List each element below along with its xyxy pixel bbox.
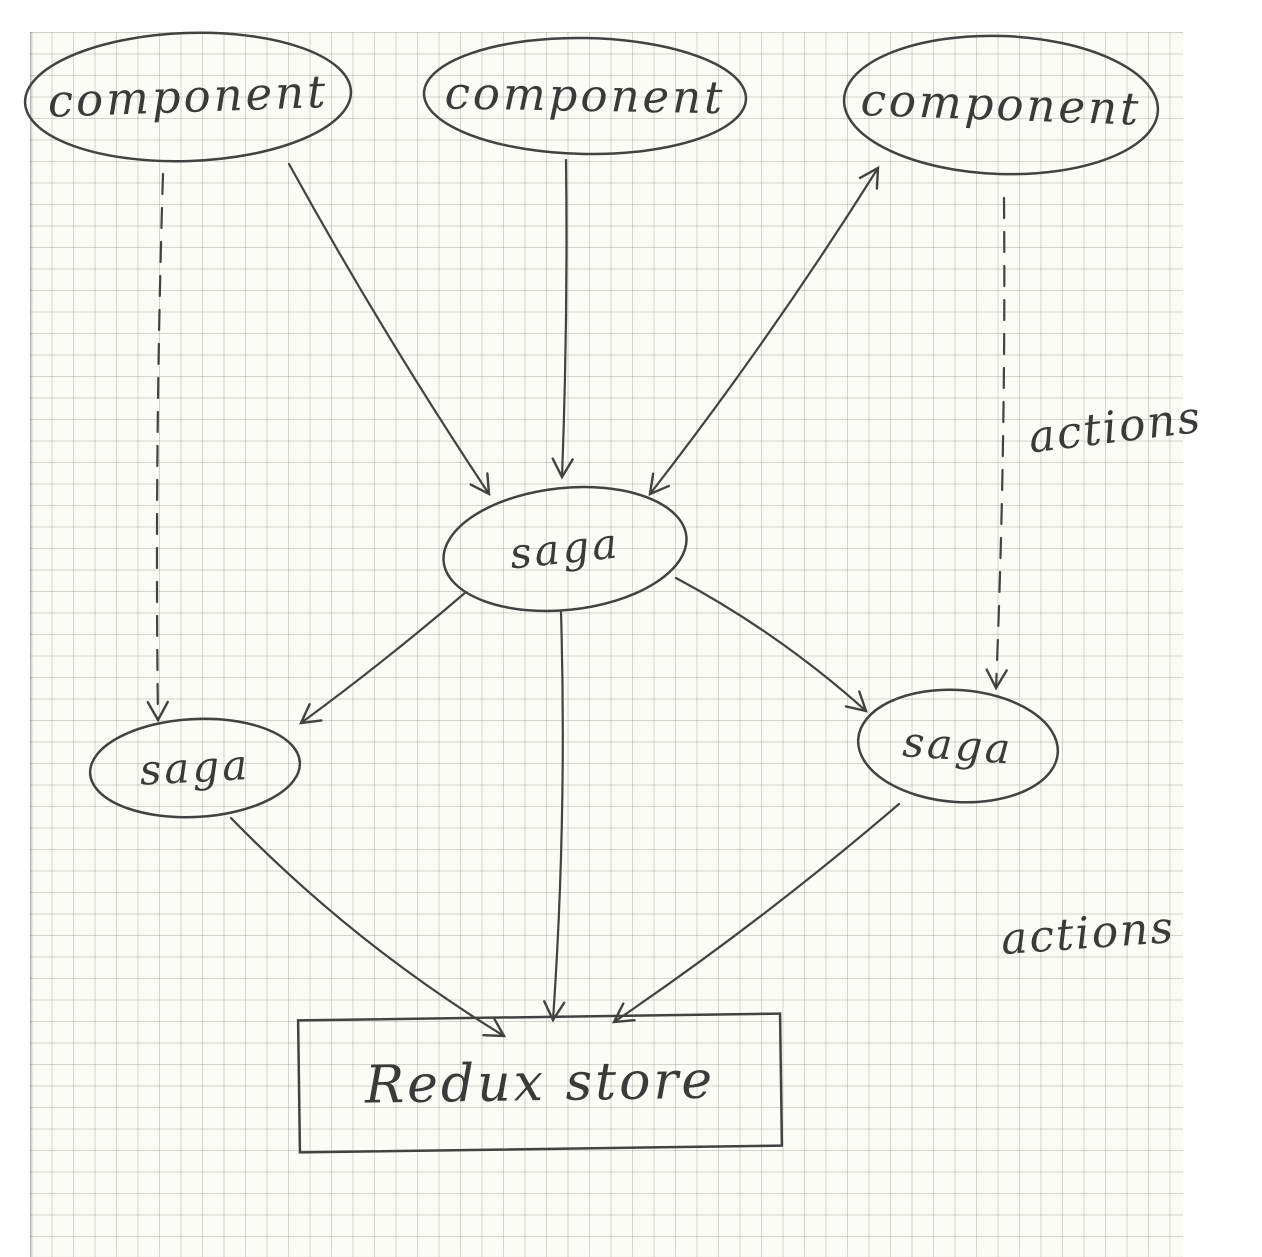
node-redux-store: Redux store (296, 1012, 784, 1154)
edge-component-left-to-saga-left (146, 172, 169, 723)
nodes-layer: component component component saga saga sagaR… (23, 31, 1160, 1154)
actions-label-bottom: actions (999, 902, 1176, 965)
node-saga-center-outline (442, 485, 688, 613)
labels-layer: actions actions (999, 392, 1204, 965)
edge-component-right-to-saga-right (985, 196, 1008, 691)
edges-layer (146, 158, 1008, 1038)
node-component-left: component (23, 31, 353, 163)
edge-saga-center-to-redux-store (543, 610, 566, 1023)
edge-component-left-to-saga-center (287, 162, 491, 497)
edge-saga-center-to-saga-right (674, 576, 868, 713)
node-component-right: component (842, 34, 1160, 176)
edge-saga-left-to-redux-store (229, 816, 507, 1038)
graph-paper (30, 32, 1183, 1257)
node-saga-right: saga (856, 688, 1060, 804)
node-component-right-label: component (860, 73, 1142, 136)
actions-label-top: actions (1026, 392, 1205, 464)
node-redux-store-label: Redux store (364, 1051, 716, 1116)
node-saga-center-label: saga (507, 518, 622, 578)
node-component-left-outline (23, 31, 353, 163)
node-saga-right-label: saga (901, 717, 1015, 774)
node-saga-left-outline (88, 717, 302, 819)
node-redux-store-outline (296, 1012, 784, 1154)
edge-saga-center-to-saga-left (299, 590, 468, 725)
edge-component-middle-to-saga-center (551, 158, 574, 480)
node-saga-right-outline (856, 688, 1060, 804)
node-component-middle: component (422, 36, 748, 156)
node-component-middle-outline (422, 36, 748, 156)
edge-saga-center-to-component-right (648, 165, 880, 496)
node-saga-left: saga (88, 717, 302, 819)
node-component-left-label: component (47, 65, 329, 128)
edge-saga-right-to-redux-store (611, 802, 901, 1024)
node-saga-center: saga (442, 485, 688, 613)
node-saga-left-label: saga (138, 740, 251, 795)
node-component-middle-label: component (444, 66, 725, 124)
node-component-right-outline (842, 34, 1160, 176)
